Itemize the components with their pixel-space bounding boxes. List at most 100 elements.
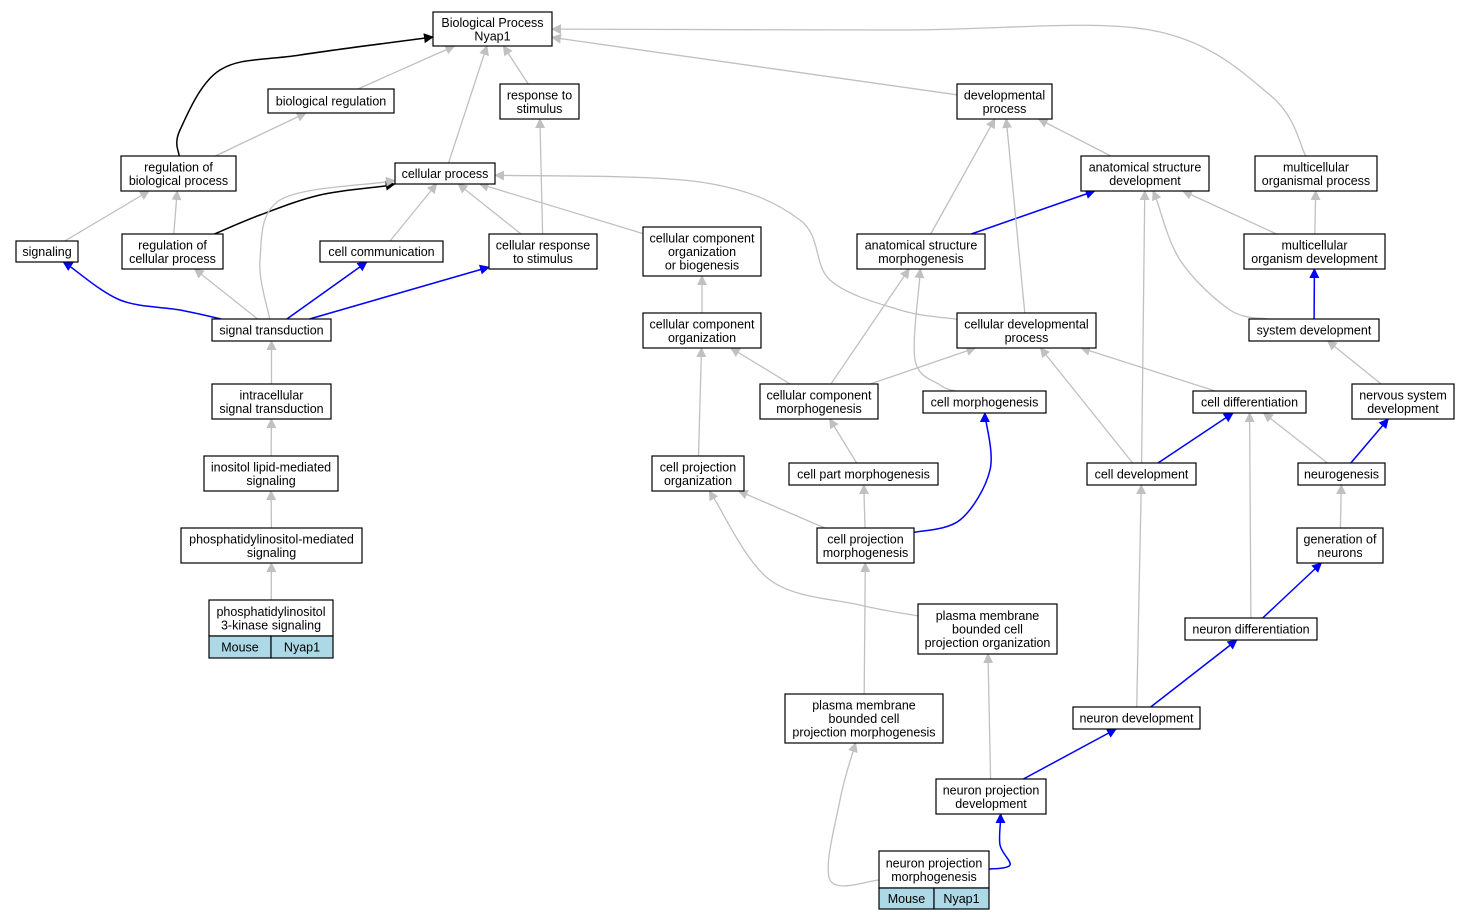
node-label-line: process	[983, 102, 1027, 116]
edge-cell_devel-to-cell_dev_proc	[1039, 347, 1134, 464]
node-label-line: system development	[1257, 324, 1372, 338]
edge-sig_trans-to-reg_cell	[193, 268, 259, 320]
node-cpm-part[interactable]: cell part morphogenesis	[788, 462, 939, 486]
node-label-line: signaling	[247, 546, 296, 560]
node-label-line: multicellular	[1283, 160, 1349, 174]
node-box	[211, 383, 332, 420]
edge-layer	[61, 24, 1389, 887]
edge-cpo-to-cco	[696, 347, 707, 457]
node-label-line: developmental	[964, 88, 1045, 102]
node-box	[816, 527, 915, 564]
edge-npm-to-pmbcpm	[827, 739, 880, 887]
node-label-line: anatomical structure	[865, 238, 978, 252]
node-neur-dev[interactable]: neuron development	[1072, 706, 1201, 730]
node-box	[267, 88, 395, 114]
node-signaling[interactable]: signaling	[15, 240, 79, 263]
edge-neur_diff-to-cell_diff	[1244, 412, 1255, 619]
node-cell-diff[interactable]: cell differentiation	[1192, 390, 1307, 414]
edge-cpm_part-to-ccm	[829, 418, 858, 464]
node-label-line: development	[1109, 174, 1181, 188]
node-label-line: nervous system	[1359, 388, 1447, 402]
node-box	[499, 83, 580, 120]
node-label-line: neuron projection	[886, 856, 983, 870]
edge-npm-to-npd	[988, 811, 1011, 870]
node-label-line: or biogenesis	[665, 259, 739, 273]
edge-cell_resp-to-cell_proc	[457, 183, 522, 235]
node-label-line: morphogenesis	[891, 870, 976, 884]
node-cell-comm[interactable]: cell communication	[319, 240, 444, 263]
node-neur-diff[interactable]: neuron differentiation	[1184, 617, 1318, 641]
edge-ccm-to-anat_morph	[830, 268, 910, 385]
gene-cell: Nyap1	[933, 887, 990, 910]
annotation-label: Nyap1	[943, 892, 979, 906]
node-box	[1184, 617, 1318, 641]
edge-dev_proc-to-root	[551, 33, 958, 96]
node-label-line: phosphatidylinositol	[216, 605, 325, 619]
edge-multi_dev-to-anat_dev	[1182, 190, 1277, 235]
node-label-line: signaling	[246, 474, 295, 488]
node-box	[208, 599, 334, 637]
node-cell-proc[interactable]: cellular process	[394, 162, 496, 185]
node-label-line: cell projection	[827, 532, 903, 546]
node-label-line: cell projection	[660, 460, 736, 474]
node-bio-reg[interactable]: biological regulation	[267, 88, 395, 114]
node-box	[15, 240, 79, 263]
node-label-line: anatomical structure	[1089, 160, 1202, 174]
node-sys-dev[interactable]: system development	[1248, 318, 1380, 342]
node-label-line: process	[1005, 331, 1049, 345]
node-box	[1296, 527, 1384, 564]
node-box	[956, 312, 1097, 349]
node-neurogen[interactable]: neurogenesis	[1297, 462, 1386, 486]
node-label-line: development	[955, 797, 1027, 811]
node-box	[319, 240, 444, 263]
node-label-line: cell development	[1095, 468, 1189, 482]
edge-cell_morph-to-anat_morph	[913, 266, 956, 392]
node-label-line: Nyap1	[474, 29, 510, 43]
edge-ccm-to-cco	[729, 347, 791, 385]
node-label-line: organization	[668, 245, 736, 259]
node-label-line: stimulus	[517, 102, 563, 116]
node-box	[1254, 155, 1378, 192]
node-cell-devel[interactable]: cell development	[1086, 462, 1197, 486]
edge-cell_proc-to-root	[447, 45, 489, 164]
node-cell-morph[interactable]: cell morphogenesis	[922, 390, 1047, 414]
node-label-line: Biological Process	[441, 16, 543, 30]
node-label-line: neuron projection	[943, 783, 1040, 797]
node-sig-trans[interactable]: signal transduction	[211, 318, 332, 342]
node-box	[432, 11, 553, 47]
node-label-line: cellular component	[650, 232, 755, 246]
node-label-line: response to	[507, 88, 572, 102]
node-box	[651, 455, 745, 492]
edge-cell_devel-to-anat_dev	[1139, 190, 1150, 464]
node-box	[488, 233, 598, 270]
edge-multi_proc-to-root	[551, 24, 1307, 157]
edge-signaling-to-reg_bio	[64, 190, 150, 242]
